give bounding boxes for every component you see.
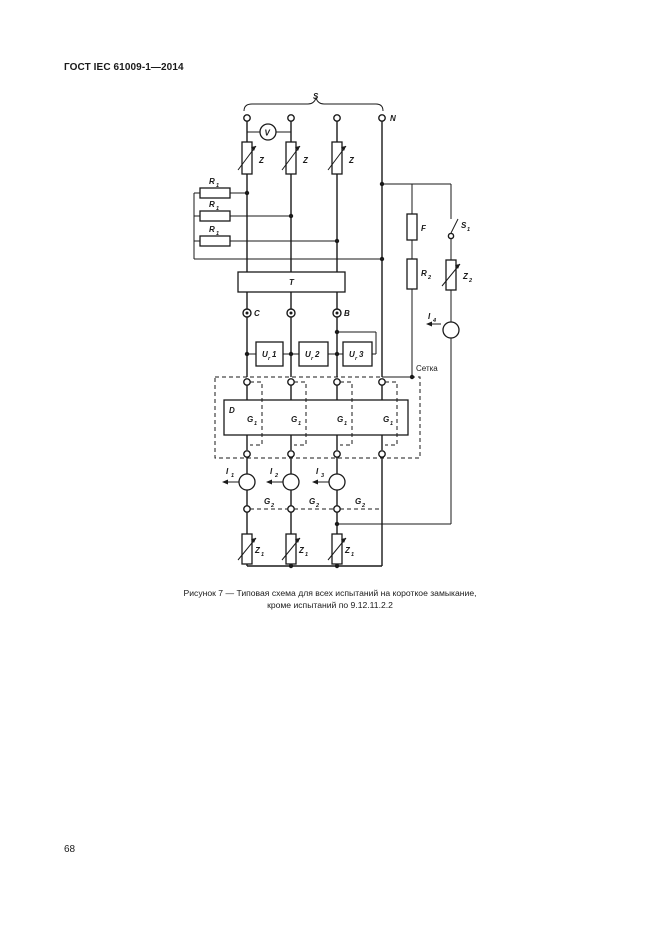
i1-sub: 1 (231, 473, 234, 479)
z1-sub-1: 1 (261, 552, 264, 558)
g1-label-2: G (291, 415, 297, 424)
right-branch: F R 2 S 1 Z 2 I 4 Сетка (334, 181, 472, 527)
i4-label: I (428, 312, 431, 321)
point-b-label: B (344, 309, 350, 318)
device-label: D (229, 406, 235, 415)
switch-label: S (461, 221, 467, 230)
supply-terminals: N (243, 114, 396, 123)
z2-label: Z (462, 272, 469, 281)
i3-sub: 3 (321, 473, 324, 479)
g1-sub-4: 1 (390, 421, 393, 427)
switch-sub: 1 (467, 227, 470, 233)
voltmeter-label: V (265, 129, 271, 138)
phase-lines-middle: C B (242, 272, 383, 377)
u2-sub: r (311, 356, 314, 362)
z1-label-3: Z (344, 546, 351, 555)
r2-label: R (421, 269, 427, 278)
resistors-r1: R 1 R 1 R 1 (193, 177, 385, 262)
g2-sub-1: 2 (270, 503, 274, 509)
g1-sub-2: 1 (298, 421, 301, 427)
grid-label: Сетка (416, 364, 438, 373)
i1-label: I (226, 467, 229, 476)
g1-label-4: G (383, 415, 389, 424)
voltmeter: V (246, 121, 292, 142)
r1-label-2: R (209, 200, 215, 209)
g1-label-1: G (247, 415, 253, 424)
g1-sub-1: 1 (254, 421, 257, 427)
supply-label: S (313, 92, 319, 101)
caption-line-1: Рисунок 7 — Типовая схема для всех испыт… (183, 588, 477, 598)
transformer: T (237, 271, 346, 293)
z1-label-1: Z (254, 546, 261, 555)
u3-sub: r (355, 356, 358, 362)
impedance-z-row: Z Z Z (237, 121, 355, 175)
g2-label-1: G (264, 497, 270, 506)
point-c-label: C (254, 309, 260, 318)
u3-suffix: 3 (359, 350, 364, 359)
supply-bracket: S (243, 92, 384, 112)
neutral-label: N (390, 114, 396, 123)
z1-label-2: Z (298, 546, 305, 555)
r1-label-1: R (209, 177, 215, 186)
figure-caption: Рисунок 7 — Типовая схема для всех испыт… (120, 587, 540, 611)
phase-lines-upper (246, 121, 383, 272)
current-sensors: I 1 I 2 I 3 (222, 457, 383, 566)
u2-label: U (305, 350, 311, 359)
test-enclosure: D G 1 G 1 G 1 G 1 (214, 376, 421, 459)
i2-label: I (270, 467, 273, 476)
fuse-label: F (421, 224, 427, 233)
impedance-label-1: Z (258, 156, 265, 165)
r1-sub-2: 1 (216, 206, 219, 212)
impedance-label-3: Z (348, 156, 355, 165)
u1-sub: r (268, 356, 271, 362)
g1-sub-3: 1 (344, 421, 347, 427)
i2-sub: 2 (274, 473, 278, 479)
r1-sub-3: 1 (216, 231, 219, 237)
u3-label: U (349, 350, 355, 359)
z2-sub: 2 (468, 278, 472, 284)
transformer-label: T (289, 278, 295, 287)
g2-label-3: G (355, 497, 361, 506)
caption-line-2: кроме испытаний по 9.12.11.2.2 (267, 600, 393, 610)
u2-suffix: 2 (314, 350, 320, 359)
i4-sub: 4 (432, 318, 436, 324)
load-impedances-z1: Z 1 Z 1 Z 1 (237, 512, 382, 569)
r1-label-3: R (209, 225, 215, 234)
i3-label: I (316, 467, 319, 476)
document-header: ГОСТ IEC 61009-1—2014 (64, 62, 184, 73)
g2-sub-3: 2 (361, 503, 365, 509)
g2-label-2: G (309, 497, 315, 506)
voltage-recorders: U r 1 U r 2 U r 3 (244, 329, 377, 367)
r1-sub-1: 1 (216, 183, 219, 189)
u1-label: U (262, 350, 268, 359)
g2-terminals: G 2 G 2 G 2 (243, 497, 382, 513)
u1-suffix: 1 (272, 350, 277, 359)
z1-sub-3: 1 (351, 552, 354, 558)
g1-label-3: G (337, 415, 343, 424)
z1-sub-2: 1 (305, 552, 308, 558)
page-number: 68 (64, 844, 76, 855)
g2-sub-2: 2 (315, 503, 319, 509)
r2-sub: 2 (427, 275, 431, 281)
impedance-label-2: Z (302, 156, 309, 165)
